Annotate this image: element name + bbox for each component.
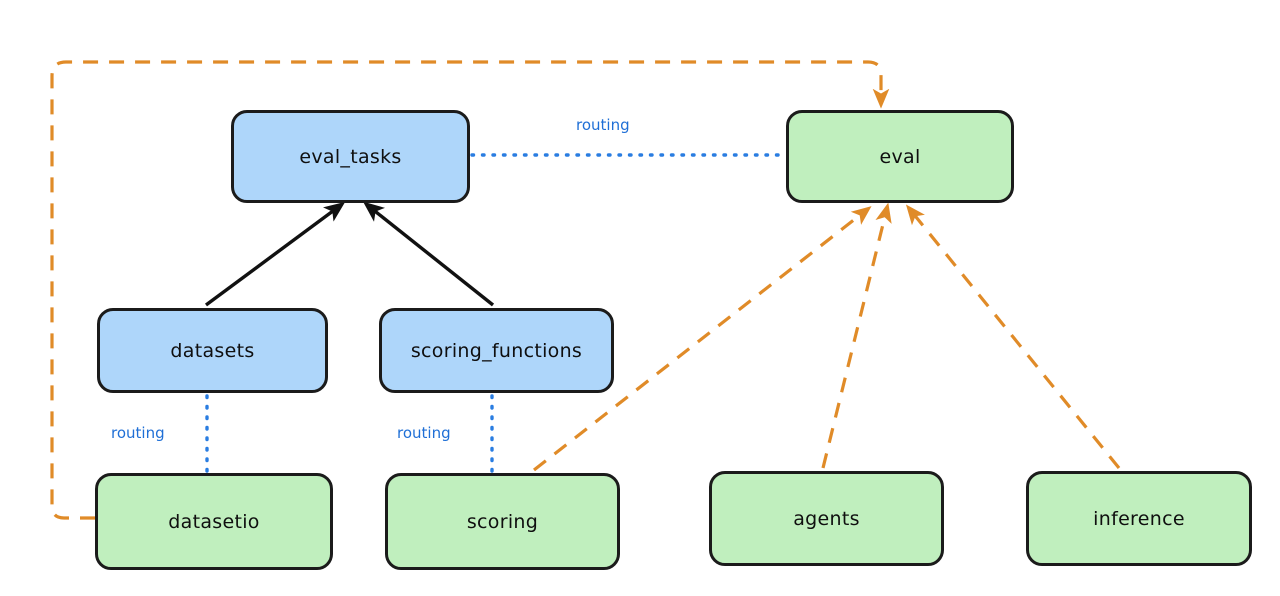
edge-agents-eval <box>821 202 892 469</box>
edge-label-routing-datasets: routing <box>111 424 165 442</box>
node-label-datasets: datasets <box>170 339 255 362</box>
node-scoring[interactable]: scoring <box>385 473 620 570</box>
node-label-eval-tasks: eval_tasks <box>299 145 402 168</box>
node-label-agents: agents <box>793 507 860 530</box>
edge-datasets-eval-tasks <box>204 201 346 307</box>
node-agents[interactable]: agents <box>709 471 944 566</box>
node-label-eval: eval <box>879 145 921 168</box>
node-scoring-functions[interactable]: scoring_functions <box>379 308 614 393</box>
node-eval[interactable]: eval <box>786 110 1014 203</box>
node-datasets[interactable]: datasets <box>97 308 328 393</box>
node-label-inference: inference <box>1093 507 1185 530</box>
edge-label-routing-eval-tasks: routing <box>576 116 630 134</box>
edge-inference-eval <box>905 204 1121 470</box>
node-label-datasetio: datasetio <box>168 510 260 533</box>
node-datasetio[interactable]: datasetio <box>95 473 333 570</box>
node-label-scoring: scoring <box>466 510 539 533</box>
node-label-scoring-functions: scoring_functions <box>410 339 583 362</box>
edge-scoring-functions-eval-tasks <box>363 201 495 307</box>
node-eval-tasks[interactable]: eval_tasks <box>231 110 470 203</box>
node-inference[interactable]: inference <box>1026 471 1252 566</box>
edge-label-routing-scoring-functions: routing <box>397 424 451 442</box>
